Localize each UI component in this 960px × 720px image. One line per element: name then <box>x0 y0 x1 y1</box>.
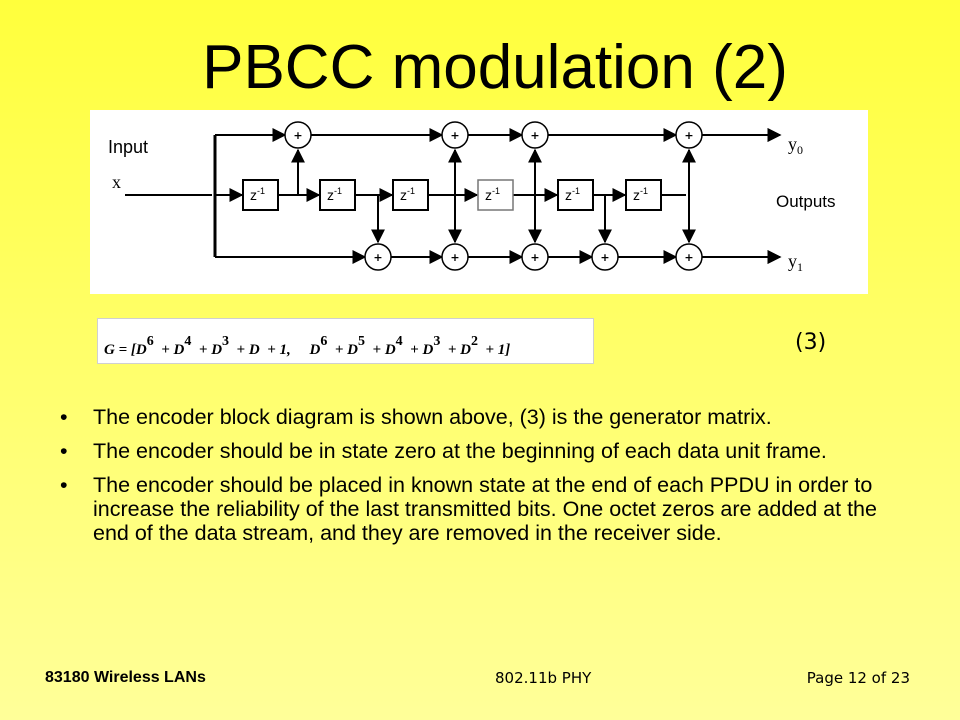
bullet-dot: • <box>60 473 68 497</box>
delay-label: z-1 <box>633 186 648 203</box>
adder-plus: + <box>684 129 693 142</box>
delay-label: z-1 <box>400 186 415 203</box>
bullet-dot: • <box>60 439 68 463</box>
adder-plus: + <box>450 251 459 264</box>
bullet-item: •The encoder should be placed in known s… <box>60 473 877 545</box>
y0-label: y0 <box>788 134 803 157</box>
delay-label: z-1 <box>250 186 265 203</box>
delay-label: z-1 <box>565 186 580 203</box>
outputs-label: Outputs <box>776 192 836 211</box>
bullet-dot: • <box>60 405 68 429</box>
adder-plus: + <box>293 129 302 142</box>
footer-page-number: Page 12 of 23 <box>806 669 910 687</box>
input-label: Input <box>108 137 148 157</box>
bullet-item: •The encoder block diagram is shown abov… <box>60 405 772 429</box>
equation-number: (3) <box>795 330 827 355</box>
x-label: x <box>112 172 121 192</box>
adder-plus: + <box>530 129 539 142</box>
bullet-item: •The encoder should be in state zero at … <box>60 439 827 463</box>
footer-course: 83180 Wireless LANs <box>45 669 206 686</box>
slide-title: PBCC modulation (2) <box>202 33 788 102</box>
adder-plus: + <box>373 251 382 264</box>
delay-label: z-1 <box>327 186 342 203</box>
adder-plus: + <box>530 251 539 264</box>
delay-label: z-1 <box>485 186 500 203</box>
encoder-block-diagram: + + + + + + + + + z-1 z-1 z-1 z-1 z-1 z-… <box>90 110 868 294</box>
adder-plus: + <box>450 129 459 142</box>
adder-plus: + <box>684 251 693 264</box>
y1-label: y1 <box>788 251 803 274</box>
adder-plus: + <box>600 251 609 264</box>
bullet-list: •The encoder block diagram is shown abov… <box>60 405 880 555</box>
footer-topic: 802.11b PHY <box>495 669 592 687</box>
generator-matrix-formula: G = [D6 + D4 + D3 + D + 1, D6 + D5 + D4 … <box>97 318 594 364</box>
